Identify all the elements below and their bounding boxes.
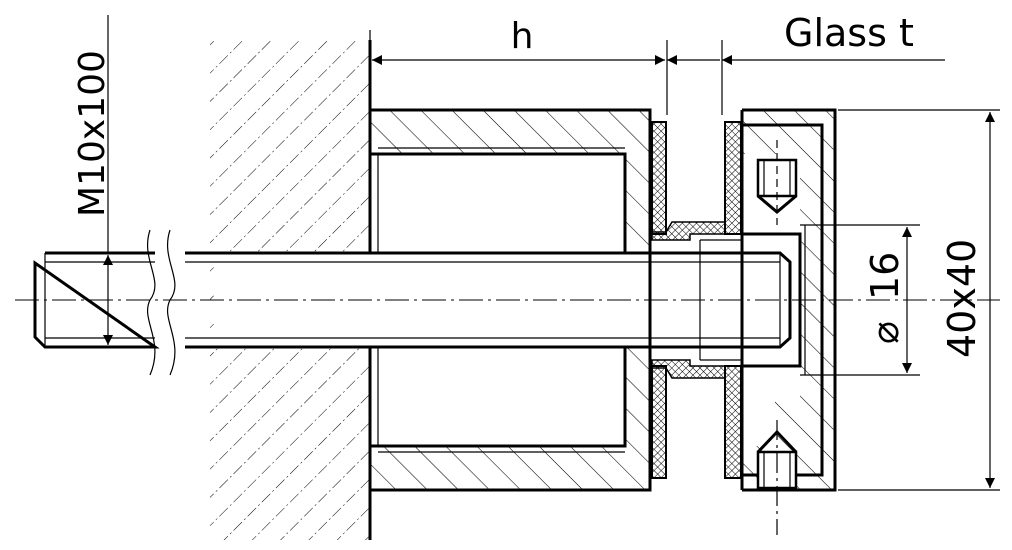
threaded-rod [33,229,792,376]
dimension-diameter: ⌀ 16 [800,224,920,376]
gaskets [651,121,742,479]
diameter-label: 16 [863,252,907,300]
size-label: 40x40 [940,239,984,358]
dimension-h: h [369,16,668,115]
dimension-size: 40x40 [838,109,1000,491]
set-screw-top [756,140,798,225]
sleeve-body [370,108,652,492]
set-screw-bottom [756,420,798,535]
cap [699,108,837,492]
dimension-thread: M10x100 [72,15,113,345]
h-label: h [511,16,534,57]
thread-label: M10x100 [72,50,113,217]
glass-label: Glass t [784,11,914,55]
dimension-glass-thickness: Glass t [667,11,945,115]
diameter-symbol: ⌀ [863,321,907,344]
